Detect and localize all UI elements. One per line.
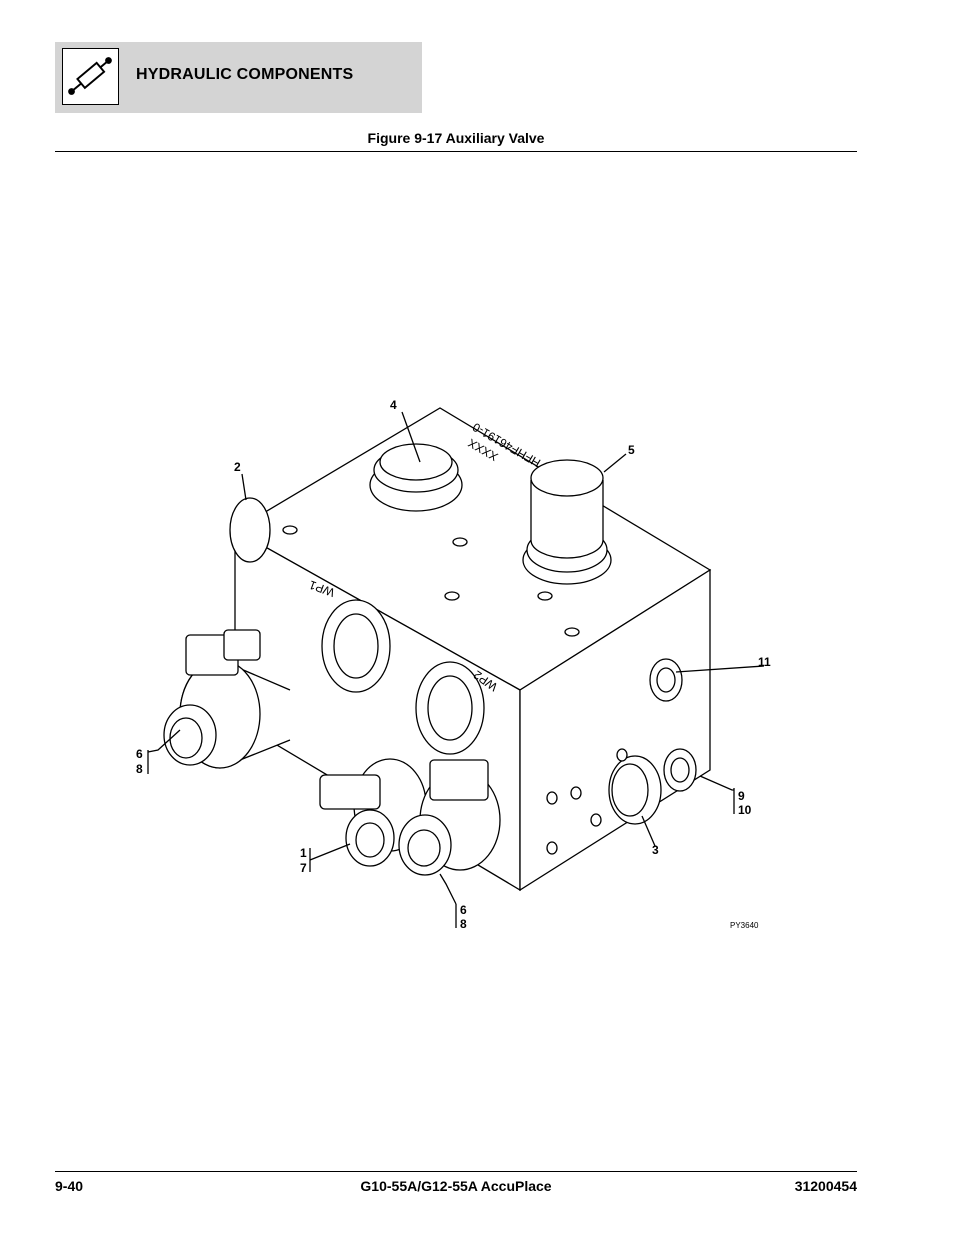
callout-9: 9 [738, 789, 745, 803]
auxiliary-valve-diagram: HFHF46191-0 XXXX WP1 WP2 4 2 5 11 6 8 9 [120, 390, 800, 950]
callout-8-bottom: 8 [460, 917, 467, 931]
callout-6-left: 6 [136, 747, 143, 761]
callout-4: 4 [390, 398, 397, 412]
block-right-face [519, 568, 711, 892]
callout-2: 2 [234, 460, 241, 474]
figure-title: Figure 9-17 Auxiliary Valve [367, 130, 545, 146]
callout-7: 7 [300, 861, 307, 875]
callout-1: 1 [300, 846, 307, 860]
model-name: G10-55A/G12-55A AccuPlace [360, 1178, 552, 1194]
document-number: 31200454 [794, 1178, 857, 1194]
callout-10: 10 [738, 803, 752, 817]
callout-11: 11 [758, 655, 771, 669]
bottom-divider [55, 1171, 857, 1172]
top-divider [55, 151, 857, 152]
callout-5: 5 [628, 443, 635, 457]
callout-6-bottom: 6 [460, 903, 467, 917]
callout-8-left: 8 [136, 762, 143, 776]
figure-reference: PY3640 [730, 921, 759, 930]
page-number: 9-40 [55, 1178, 84, 1194]
callout-3: 3 [652, 843, 659, 857]
hydraulic-cylinder-icon [62, 48, 119, 105]
section-title: HYDRAULIC COMPONENTS [136, 66, 354, 83]
